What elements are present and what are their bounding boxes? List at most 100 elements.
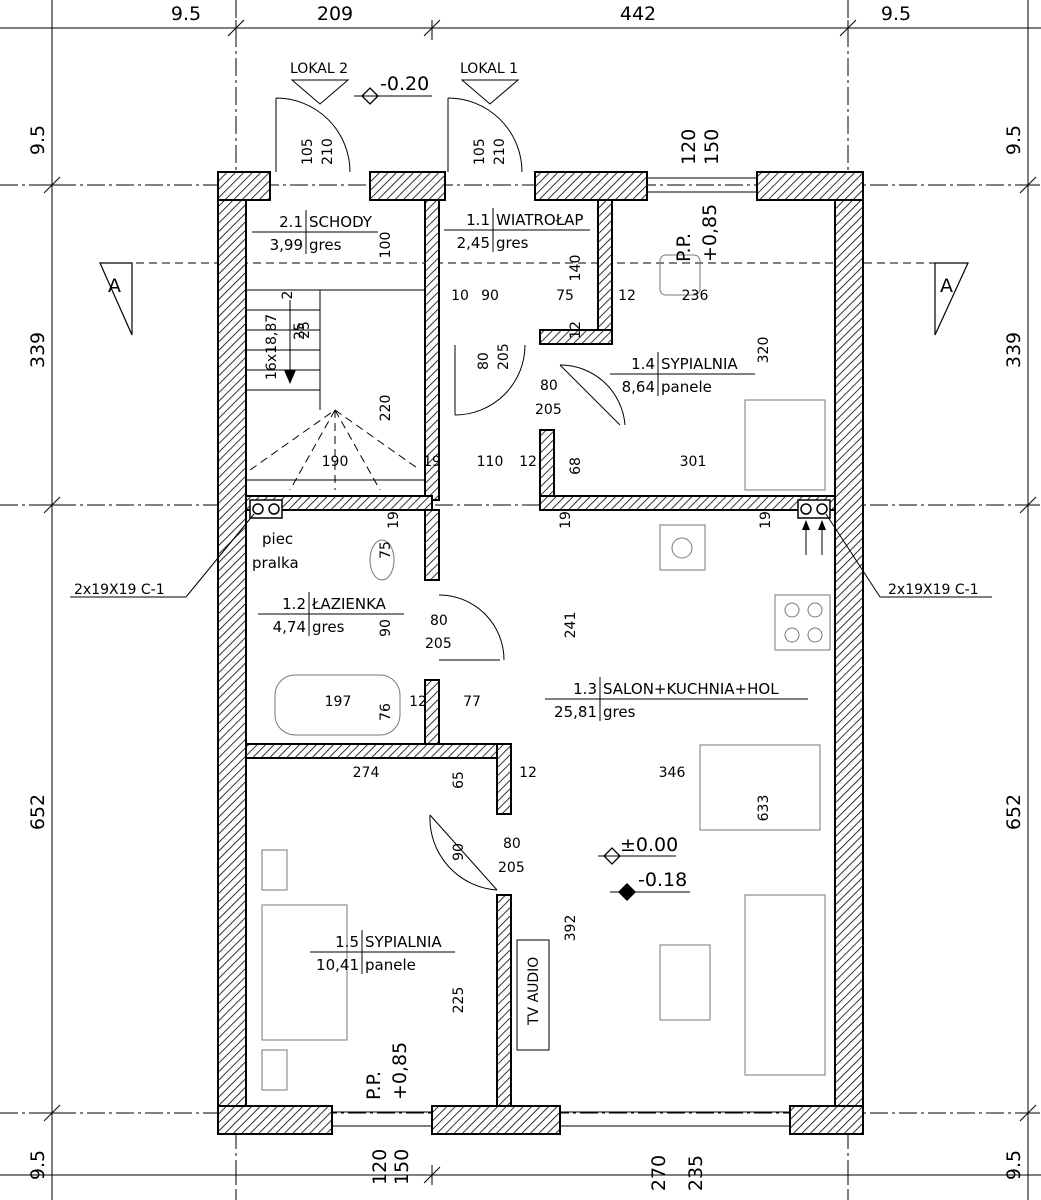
- dim-inner: 12: [409, 694, 427, 710]
- dim-inner: 75: [378, 541, 394, 559]
- door-w: 105: [472, 138, 488, 165]
- room-floor: gres: [309, 236, 342, 254]
- dim-inner: 77: [463, 694, 481, 710]
- dim-inner: 197: [325, 694, 352, 710]
- door-labels: 105 210 105 210 120 150 80 205 80 205 80…: [300, 129, 723, 1185]
- inner-dimensions: 100 140 10 90 75 12 236 220 190 19 110 1…: [280, 232, 774, 1014]
- walls: [217, 171, 864, 1135]
- section-mark-left: A: [108, 275, 121, 297]
- dim-inner: 75: [556, 288, 574, 304]
- dim-inner: 19: [423, 454, 441, 470]
- dim-top-3: 442: [620, 3, 656, 25]
- dim-inner: 10: [451, 288, 469, 304]
- room-1-1: 1.1 WIATROŁAP 2,45 gres: [444, 208, 590, 252]
- dim-inner: 19: [758, 511, 774, 529]
- dim-left-3: 652: [27, 794, 49, 830]
- room-1-3: 1.3 SALON+KUCHNIA+HOL 25,81 gres: [545, 677, 808, 721]
- dim-inner: 190: [322, 454, 349, 470]
- dim-inner: 2: [280, 291, 296, 300]
- room-area: 25,81: [554, 703, 597, 721]
- dim-inner: 25: [297, 321, 313, 339]
- room-floor: gres: [603, 703, 636, 721]
- dim-inner: 90: [451, 843, 467, 861]
- dim-inner: 110: [477, 454, 504, 470]
- staircase: [246, 289, 425, 491]
- room-name: SYPIALNIA: [661, 355, 738, 373]
- room-number: 1.3: [573, 680, 597, 698]
- level-marker-filled-icon: [610, 883, 690, 901]
- chimney-label-right: 2x19X19 C-1: [888, 582, 979, 598]
- equipment: piec pralka TV AUDIO: [252, 530, 550, 1051]
- level-secondary: -0.18: [638, 869, 687, 891]
- dim-left-1: 9.5: [27, 125, 49, 155]
- dim-inner: 19: [386, 511, 402, 529]
- window-w: 120: [678, 129, 700, 165]
- dim-inner: 225: [451, 987, 467, 1014]
- dim-inner: 19: [558, 511, 574, 529]
- door-w: 80: [503, 836, 521, 852]
- dim-right-3: 652: [1003, 794, 1025, 830]
- dim-top-2: 209: [317, 3, 353, 25]
- dim-inner: 140: [568, 255, 584, 282]
- dim-inner: 12: [519, 454, 537, 470]
- dim-inner: 12: [568, 321, 584, 339]
- door-w: 80: [430, 613, 448, 629]
- window-h: 150: [391, 1149, 413, 1185]
- door-h: 205: [425, 636, 452, 652]
- dim-inner: 346: [659, 765, 686, 781]
- dim-inner: 12: [519, 765, 537, 781]
- stairs-count: 16x18,87: [264, 314, 280, 380]
- sill-label-top: P.P.: [673, 233, 695, 262]
- furniture: [261, 254, 831, 1091]
- section-markers: A A: [99, 262, 969, 336]
- room-area: 10,41: [316, 956, 359, 974]
- room-labels: 2.1 SCHODY 3,99 gres 1.1 WIATROŁAP 2,45 …: [252, 208, 808, 974]
- room-area: 8,64: [622, 378, 655, 396]
- door-h: 205: [535, 402, 562, 418]
- section-mark-right: A: [940, 275, 953, 297]
- door-h: 205: [496, 343, 512, 370]
- dim-left-2: 339: [27, 332, 49, 368]
- entrance-lokal-2: LOKAL 2: [290, 61, 348, 77]
- dim-inner: 274: [353, 765, 380, 781]
- level-main: ±0.00: [620, 834, 678, 856]
- dim-inner: 236: [682, 288, 709, 304]
- level-entrance: -0.20: [380, 73, 429, 95]
- dim-top-1: 9.5: [171, 3, 201, 25]
- room-name: SCHODY: [309, 213, 373, 231]
- door-h: 205: [498, 860, 525, 876]
- stairs-tread: 25: [292, 322, 308, 340]
- room-floor: gres: [312, 618, 345, 636]
- room-number: 1.4: [631, 355, 655, 373]
- dim-inner: 220: [378, 395, 394, 422]
- dim-bottom-1: 270: [648, 1155, 670, 1191]
- room-number: 1.5: [335, 933, 359, 951]
- level-marker-icon: [598, 847, 676, 865]
- room-floor: panele: [661, 378, 712, 396]
- dim-inner: 633: [756, 795, 772, 822]
- room-name: SYPIALNIA: [365, 933, 442, 951]
- room-1-5: 1.5 SYPIALNIA 10,41 panele: [310, 930, 455, 974]
- dim-inner: 320: [756, 337, 772, 364]
- chimney-label-left: 2x19X19 C-1: [74, 582, 165, 598]
- dim-right-2: 339: [1003, 332, 1025, 368]
- door-w: 80: [540, 378, 558, 394]
- door-h: 210: [320, 138, 336, 165]
- dim-inner: 68: [568, 457, 584, 475]
- dim-bottom-2: 235: [685, 1155, 707, 1191]
- stove-label: piec: [262, 530, 293, 548]
- dim-right-4: 9.5: [1003, 1150, 1025, 1180]
- level-marker-icon: [354, 87, 432, 105]
- window-sills: P.P. +0,85 P.P. +0,85: [363, 204, 721, 1100]
- dim-left-4: 9.5: [27, 1150, 49, 1180]
- room-name: SALON+KUCHNIA+HOL: [603, 680, 779, 698]
- dim-top-4: 9.5: [881, 3, 911, 25]
- room-number: 2.1: [279, 213, 303, 231]
- dim-inner: 241: [563, 612, 579, 639]
- dim-inner: 12: [618, 288, 636, 304]
- dim-inner: 90: [481, 288, 499, 304]
- door-h: 210: [492, 138, 508, 165]
- doors: [275, 97, 626, 891]
- dim-inner: 301: [680, 454, 707, 470]
